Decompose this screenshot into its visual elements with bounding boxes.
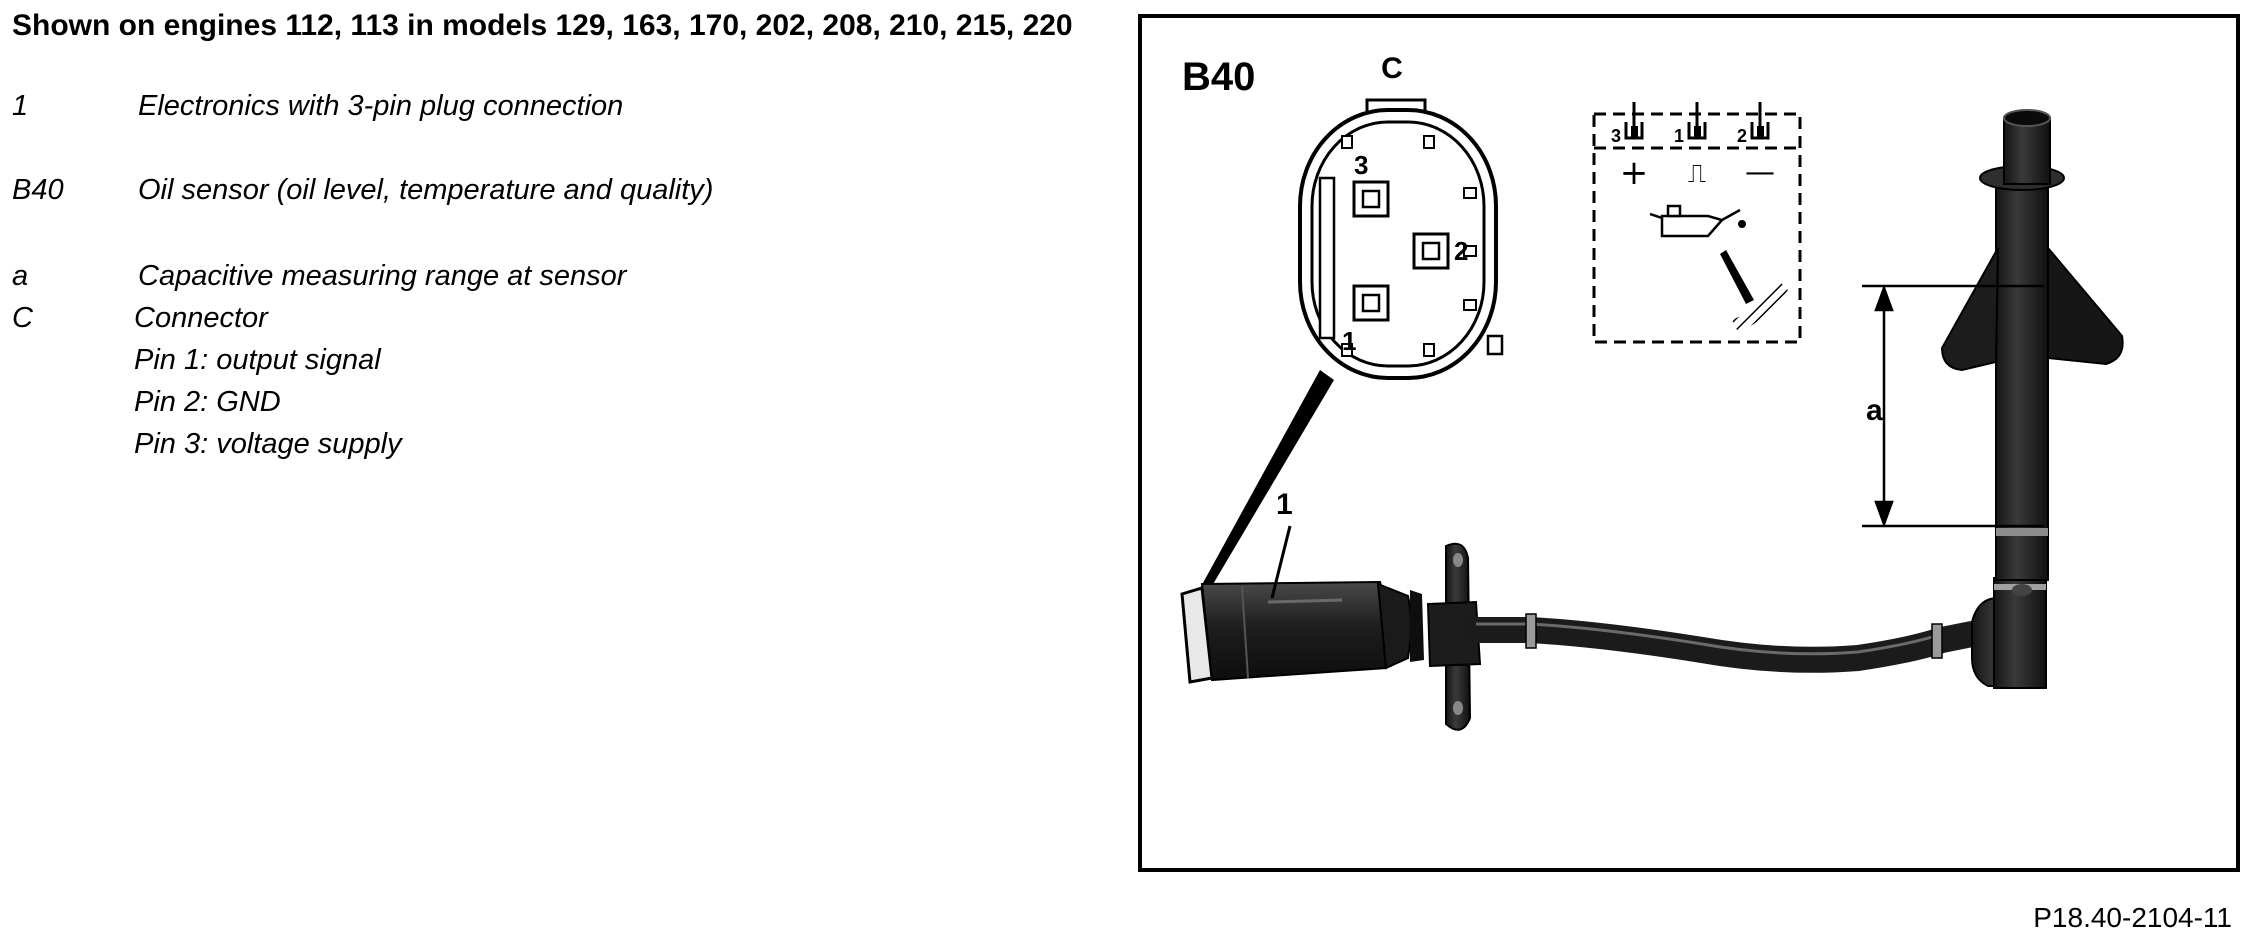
gauge-needle-icon [1720, 250, 1754, 304]
legend-text: Electronics with 3-pin plug connection [138, 90, 624, 122]
schematic-pin-2: 2 [1737, 126, 1747, 146]
connector-face: C 3 2 1 [1298, 52, 1504, 380]
legend-text: Connector [134, 302, 268, 334]
pin-description-2: Pin 2: GND [134, 386, 281, 418]
legend-key: C [12, 302, 33, 334]
oil-drop-icon [1738, 220, 1746, 228]
sensor-figure: B40 C 3 2 1 [1138, 14, 2240, 872]
legend-key: a [12, 260, 29, 292]
pin-label-2: 2 [1454, 236, 1468, 266]
legend-text: Capacitive measuring range at sensor [138, 260, 627, 292]
label-b40: B40 [1182, 55, 1255, 99]
schematic-pin-3: 3 [1611, 126, 1621, 146]
electronics-schematic: 3 1 2 + ⎍ — [1592, 102, 1802, 344]
page-title: Shown on engines 112, 113 in models 129,… [12, 9, 1073, 42]
connector-leader-line [1198, 370, 1334, 596]
plus-symbol: + [1620, 153, 1649, 193]
pin-label-1: 1 [1342, 326, 1356, 356]
cable-clip [1931, 623, 1943, 659]
schematic-pin-1: 1 [1674, 126, 1684, 146]
oil-can-icon [1649, 204, 1741, 238]
pin-description-3: Pin 3: voltage supply [134, 428, 402, 460]
gauge-scale-icon [1732, 280, 1788, 332]
legend-key: 1 [12, 90, 29, 122]
label-c: C [1381, 52, 1403, 85]
pin-description-1: Pin 1: output signal [134, 344, 381, 376]
cable-clip [1525, 613, 1537, 649]
figure-id: P18.40-2104-11 [2033, 902, 2232, 933]
pulse-signal-symbol: ⎍ [1688, 159, 1706, 189]
minus-symbol: — [1745, 155, 1775, 190]
legend-key: B40 [12, 174, 64, 206]
sensor-illustration: B40 C 3 2 1 [1180, 52, 2124, 731]
label-a: a [1866, 394, 1883, 427]
pin-label-3: 3 [1354, 150, 1368, 180]
sensor-probe [1940, 109, 2124, 689]
legend-text: Oil sensor (oil level, temperature and q… [138, 174, 714, 206]
sensor-cable [1463, 617, 1995, 673]
dimension-a [1862, 284, 2044, 528]
label-1: 1 [1276, 488, 1293, 521]
cable-highlight [1476, 622, 1943, 656]
sensor-electronics-housing: 1 [1180, 488, 1482, 731]
